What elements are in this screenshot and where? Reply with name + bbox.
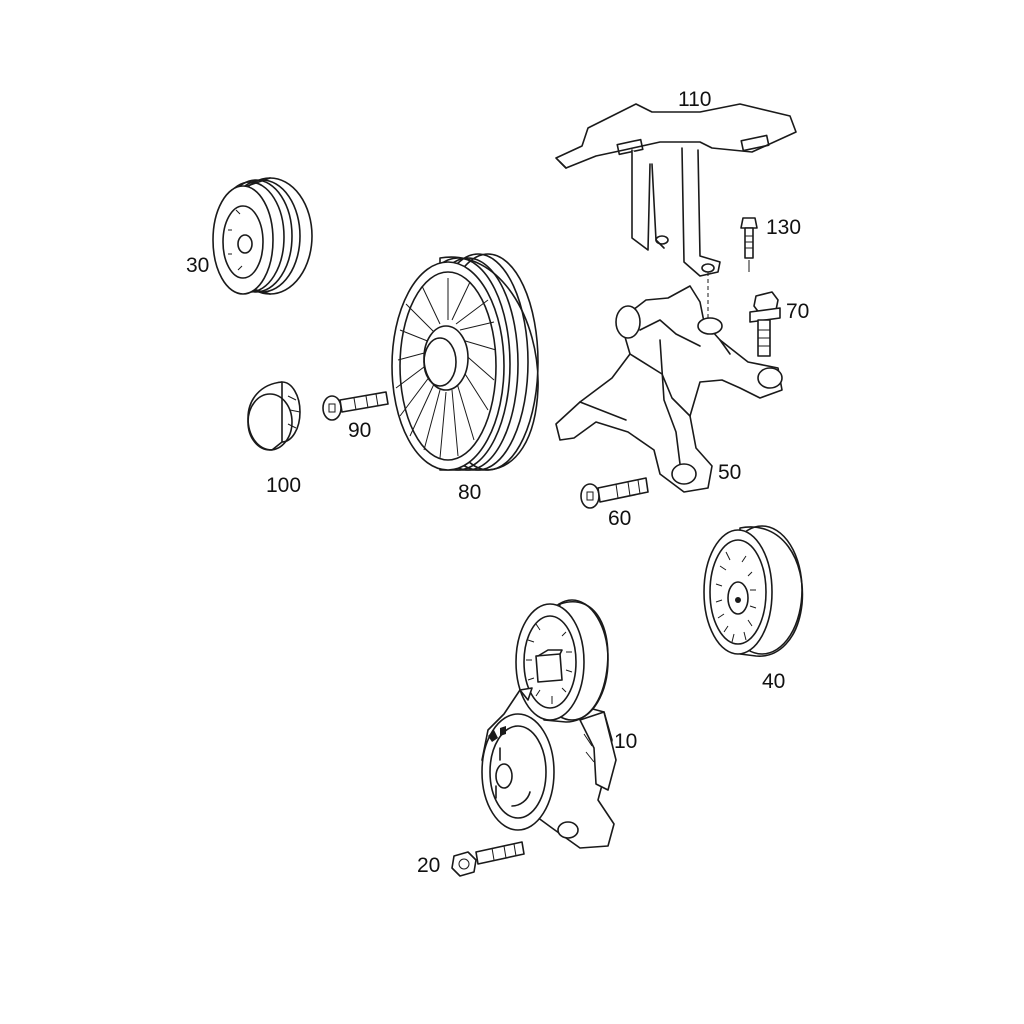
callout-130: 130: [766, 216, 802, 239]
callout-20: 20: [417, 854, 441, 877]
callout-10: 10: [614, 730, 638, 753]
callout-90: 90: [348, 419, 372, 442]
part-10-tensioner[interactable]: [481, 599, 617, 849]
callout-110: 110: [678, 88, 712, 111]
part-70-bolt[interactable]: [749, 291, 781, 357]
part-30-pulley[interactable]: [212, 177, 313, 295]
callout-40: 40: [762, 670, 786, 693]
callout-50: 50: [718, 461, 742, 484]
callout-70: 70: [786, 300, 810, 323]
part-110-bracket[interactable]: [555, 103, 797, 324]
part-80-pulley[interactable]: [391, 253, 539, 471]
part-20-bolt[interactable]: [451, 841, 525, 877]
part-130-bolt[interactable]: [740, 217, 758, 272]
part-100-cap[interactable]: [247, 381, 301, 451]
callout-30: 30: [186, 254, 210, 277]
callout-100: 100: [266, 474, 302, 497]
part-50-bracket[interactable]: [555, 285, 783, 493]
part-60-bolt[interactable]: [580, 477, 649, 509]
callout-60: 60: [608, 507, 632, 530]
part-40-pulley[interactable]: [703, 525, 804, 657]
callout-80: 80: [458, 481, 482, 504]
part-90-bolt[interactable]: [322, 391, 389, 421]
